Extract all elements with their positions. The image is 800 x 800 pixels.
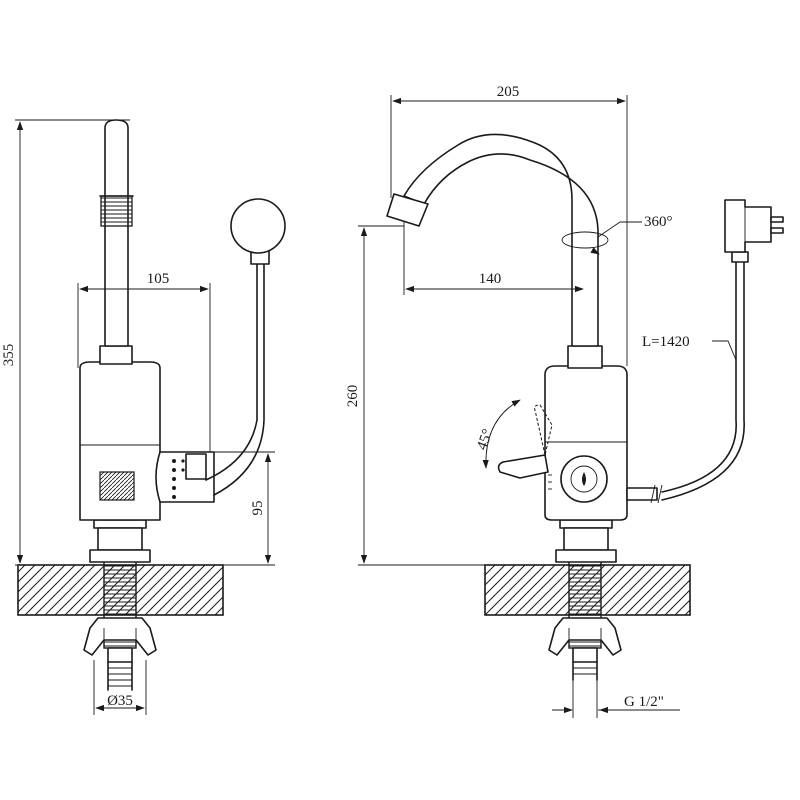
dim-spout-reach: 205 [497,84,520,100]
dim-lever-angle: 45° [474,427,496,452]
aerator-left [100,195,133,227]
spout-pipe-left [104,119,129,347]
dim-thread: G 1/2" [624,694,664,710]
dim-total-height: 355 [1,344,17,367]
dim-outlet-height: 95 [250,501,266,516]
aerator-right [386,193,429,227]
dim-spout-height: 260 [345,385,361,408]
dim-base-diameter: Ø35 [107,693,133,709]
dim-cable-length: L=1420 [642,334,690,350]
power-cable [661,261,737,493]
lever-handle [497,454,549,479]
heating-window-left [99,471,135,501]
dim-spout-inner-reach: 140 [479,271,502,287]
knob-ball-left [230,198,286,254]
side-view: 355 105 95 Ø35 [1,119,286,715]
cable-left [205,261,258,481]
lever-ghost [534,404,553,456]
power-plug [724,199,772,253]
front-view: 205 140 260 360° 45° L=1420 G 1/2" [345,84,784,718]
dim-cartridge-width: 105 [147,271,170,287]
dim-swivel-angle: 360° [644,214,673,230]
spout-gooseneck [403,133,599,347]
